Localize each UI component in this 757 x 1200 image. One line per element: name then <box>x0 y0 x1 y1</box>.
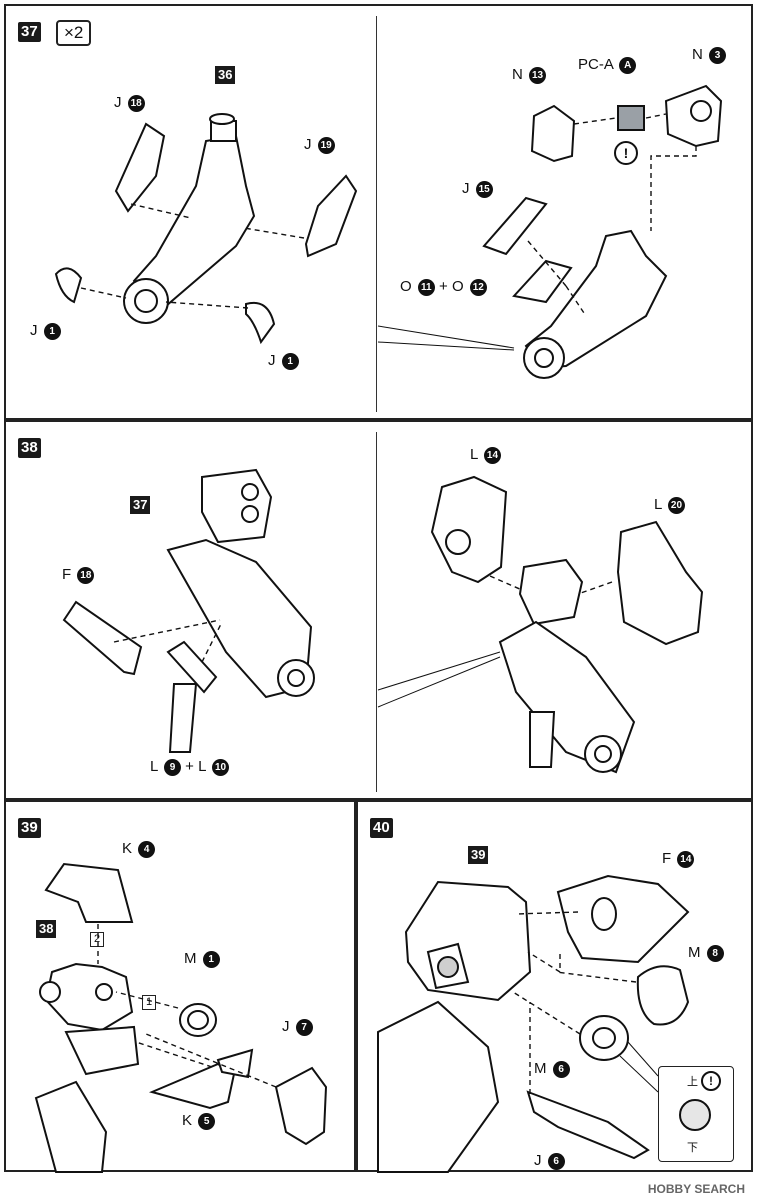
warning-icon: ! <box>614 141 638 165</box>
step-40-panel: 40 39 F 14 M 8 M 6 J 6 上 ! 下 <box>356 800 753 1173</box>
step-40-diagram <box>377 874 690 1173</box>
ref-badge-39: 39 <box>468 846 489 864</box>
multiplier-box: ×2 <box>56 20 92 46</box>
part-label-k5: K 5 <box>182 1112 216 1130</box>
part-label-m1: M 1 <box>184 950 220 968</box>
order-1-box: 1 <box>142 995 156 1010</box>
step-38-diagram <box>62 468 704 774</box>
part-label-j1-left: J 1 <box>30 322 61 340</box>
part-label-m6: M 6 <box>534 1060 570 1078</box>
ref-badge-37: 37 <box>130 496 151 514</box>
step-39-diagram <box>34 862 328 1173</box>
part-label-j6: J 6 <box>534 1152 565 1170</box>
detail-top-label: 上 <box>687 1076 698 1088</box>
step-40-badge: 40 <box>370 818 393 838</box>
part-label-pca: PC-A A <box>578 56 637 74</box>
step-38-panel: 38 37 F 18 L 9 + L 10 L 14 L 20 <box>4 420 753 800</box>
detail-inset: 上 ! 下 <box>658 1066 734 1162</box>
part-label-l14: L 14 <box>470 446 501 464</box>
panel-divider <box>376 432 377 792</box>
detail-warning-icon: ! <box>701 1071 721 1091</box>
order-2-box: 2 <box>90 932 104 947</box>
detail-bottom-label: 下 <box>687 1142 698 1154</box>
part-label-j7: J 7 <box>282 1018 313 1036</box>
detail-part-icon <box>679 1099 711 1131</box>
part-label-j18: J 18 <box>114 94 145 112</box>
step-37-left-diagram <box>54 113 358 345</box>
panel-divider <box>376 16 377 412</box>
step-37-badge: 37 <box>18 22 41 42</box>
step-37-right-diagram <box>377 84 723 379</box>
part-label-m8: M 8 <box>688 944 724 962</box>
watermark-text: HOBBY SEARCH <box>647 1182 745 1196</box>
step-39-badge: 39 <box>18 818 41 838</box>
part-label-k4: K 4 <box>122 840 156 858</box>
part-label-f14: F 14 <box>662 850 695 868</box>
part-label-n3: N 3 <box>692 46 727 64</box>
part-label-j19: J 19 <box>304 136 335 154</box>
step-38-badge: 38 <box>18 438 41 458</box>
ref-badge-36: 36 <box>215 66 236 84</box>
part-label-l20: L 20 <box>654 496 685 514</box>
part-label-n13: N 13 <box>512 66 547 84</box>
part-label-j1-right: J 1 <box>268 352 299 370</box>
part-label-j15: J 15 <box>462 180 493 198</box>
step-39-panel: 39 38 K 4 M 1 J 7 K 5 1 2 <box>4 800 356 1173</box>
part-label-o11-o12: O 11 + O 12 <box>400 278 487 296</box>
step-37-panel: 37 ×2 36 J 18 J 19 J 1 J 1 N <box>4 4 753 420</box>
part-label-f18: F 18 <box>62 566 95 584</box>
ref-badge-38: 38 <box>36 920 57 938</box>
part-label-l9-l10: L 9 + L 10 <box>150 758 230 776</box>
